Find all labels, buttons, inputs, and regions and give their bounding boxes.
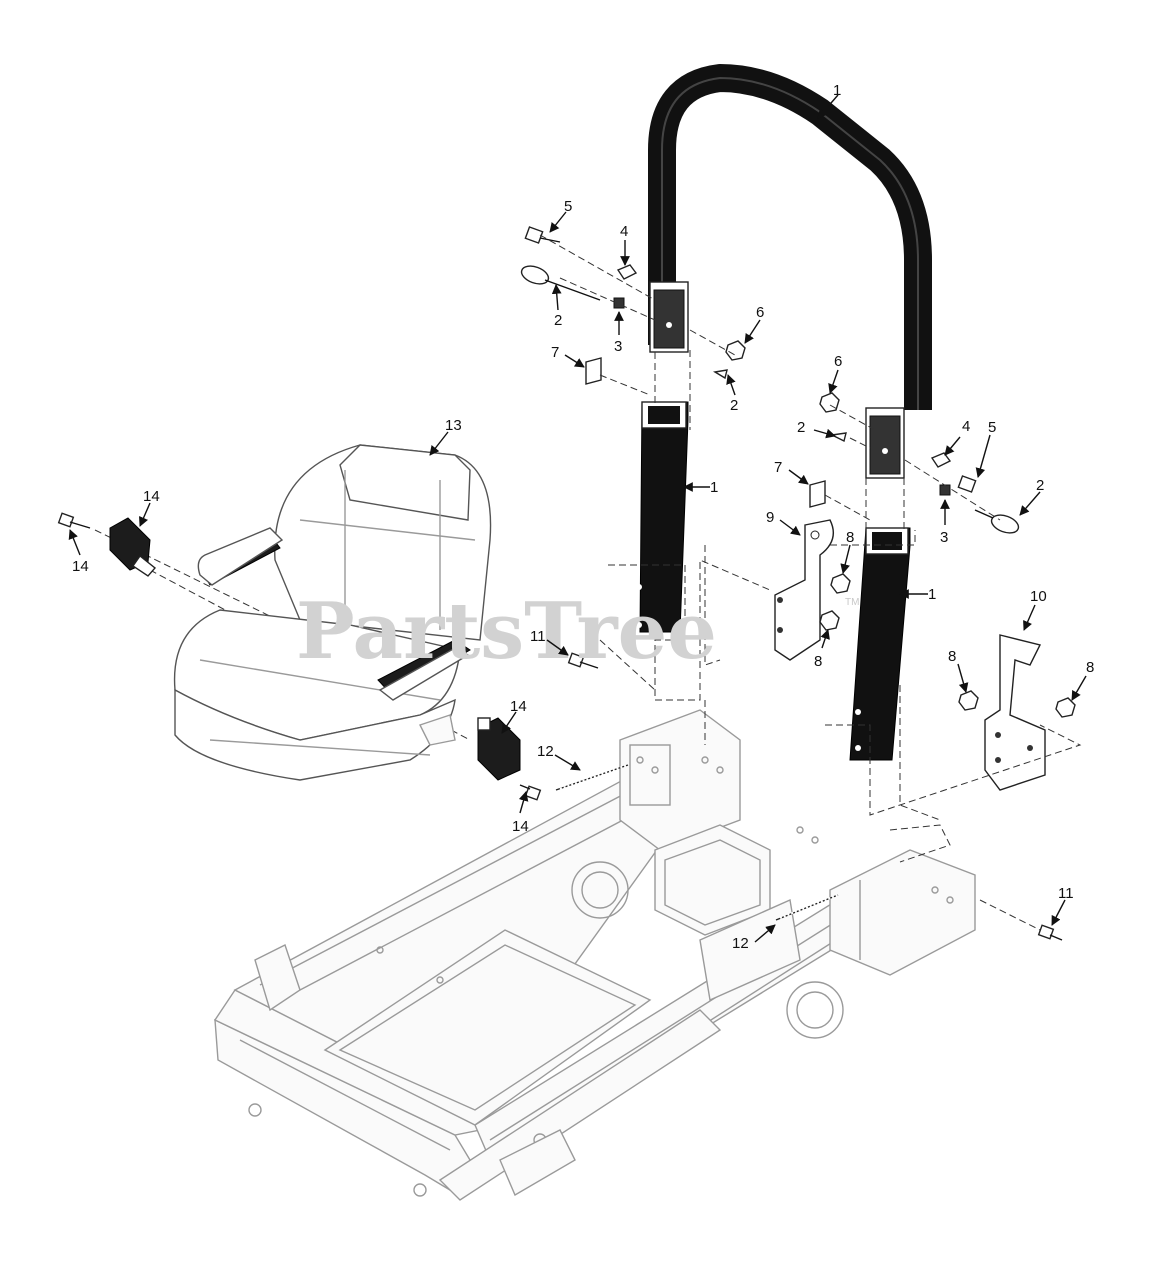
callout-1: 1 xyxy=(710,479,718,496)
callout-14: 14 xyxy=(143,488,160,505)
mount-bracket-9 xyxy=(774,519,834,661)
rops-upper-hoop xyxy=(648,64,932,479)
callout-1: 1 xyxy=(833,82,841,99)
callout-4: 4 xyxy=(620,223,628,240)
callout-3: 3 xyxy=(614,338,622,355)
callouts: 1 1 1 2 2 2 2 3 3 4 4 5 5 6 6 7 7 xyxy=(68,82,1094,952)
callout-4: 4 xyxy=(962,418,970,435)
callout-8: 8 xyxy=(1086,659,1094,676)
callout-6: 6 xyxy=(834,353,842,370)
callout-5: 5 xyxy=(564,198,572,215)
callout-11: 11 xyxy=(530,628,546,645)
seat-buckle-right xyxy=(477,717,521,781)
callout-7: 7 xyxy=(774,459,782,476)
callout-2: 2 xyxy=(1036,477,1044,494)
callout-5: 5 xyxy=(988,419,996,436)
callout-14: 14 xyxy=(72,558,89,575)
rops-right-lower-tube xyxy=(849,527,911,761)
callout-10: 10 xyxy=(1030,588,1047,605)
frame-holes xyxy=(376,756,954,984)
callout-14: 14 xyxy=(510,698,527,715)
mount-bracket-10 xyxy=(984,634,1046,791)
callout-1: 1 xyxy=(928,586,936,603)
mower-frame xyxy=(213,709,976,1201)
callout-3: 3 xyxy=(940,529,948,546)
hardware xyxy=(57,226,1076,941)
callout-2: 2 xyxy=(797,419,805,436)
callout-11: 11 xyxy=(1058,885,1074,902)
callout-12: 12 xyxy=(537,743,554,760)
callout-6: 6 xyxy=(756,304,764,321)
watermark-text: PartsTree xyxy=(296,586,717,677)
seat-assembly xyxy=(173,444,492,781)
callout-14: 14 xyxy=(512,818,529,835)
callout-8: 8 xyxy=(814,653,822,670)
callout-2: 2 xyxy=(730,397,738,414)
callout-12: 12 xyxy=(732,935,749,952)
callout-8: 8 xyxy=(948,648,956,665)
callout-13: 13 xyxy=(445,417,462,434)
callout-9: 9 xyxy=(766,509,774,526)
watermark-trademark: TM xyxy=(845,597,859,608)
seat-buckle-left xyxy=(109,517,157,577)
callout-2: 2 xyxy=(554,312,562,329)
callout-8: 8 xyxy=(846,529,854,546)
frame-wheel-cutouts xyxy=(248,861,844,1197)
rops-left-lower-tube xyxy=(636,401,689,633)
callout-7: 7 xyxy=(551,344,559,361)
